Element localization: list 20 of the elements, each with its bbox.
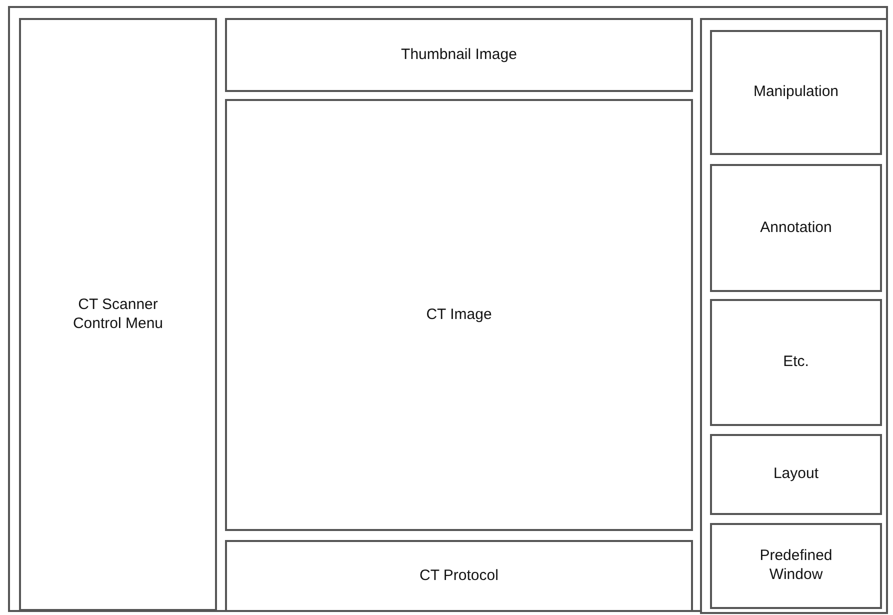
panel-label: Thumbnail Image (401, 46, 517, 64)
frame-outline (8, 6, 888, 612)
frame-outline (700, 18, 888, 614)
panel (225, 18, 693, 92)
panel-label: Predefined Window (758, 547, 834, 585)
panel (710, 299, 882, 426)
panel-label: Etc. (783, 353, 809, 372)
panel (710, 523, 882, 609)
panel-label: CT Protocol (420, 566, 498, 586)
panel (710, 30, 882, 155)
panel-label: Layout (773, 465, 819, 484)
panel-label: CT Scanner Control Menu (72, 296, 164, 334)
panel (710, 164, 882, 292)
panel (19, 18, 217, 611)
panel-label: Manipulation (753, 83, 839, 102)
panel (710, 434, 882, 515)
panel (225, 99, 693, 531)
panel (225, 540, 693, 612)
panel-label: Annotation (760, 218, 832, 238)
panel-label: CT Image (426, 306, 492, 324)
